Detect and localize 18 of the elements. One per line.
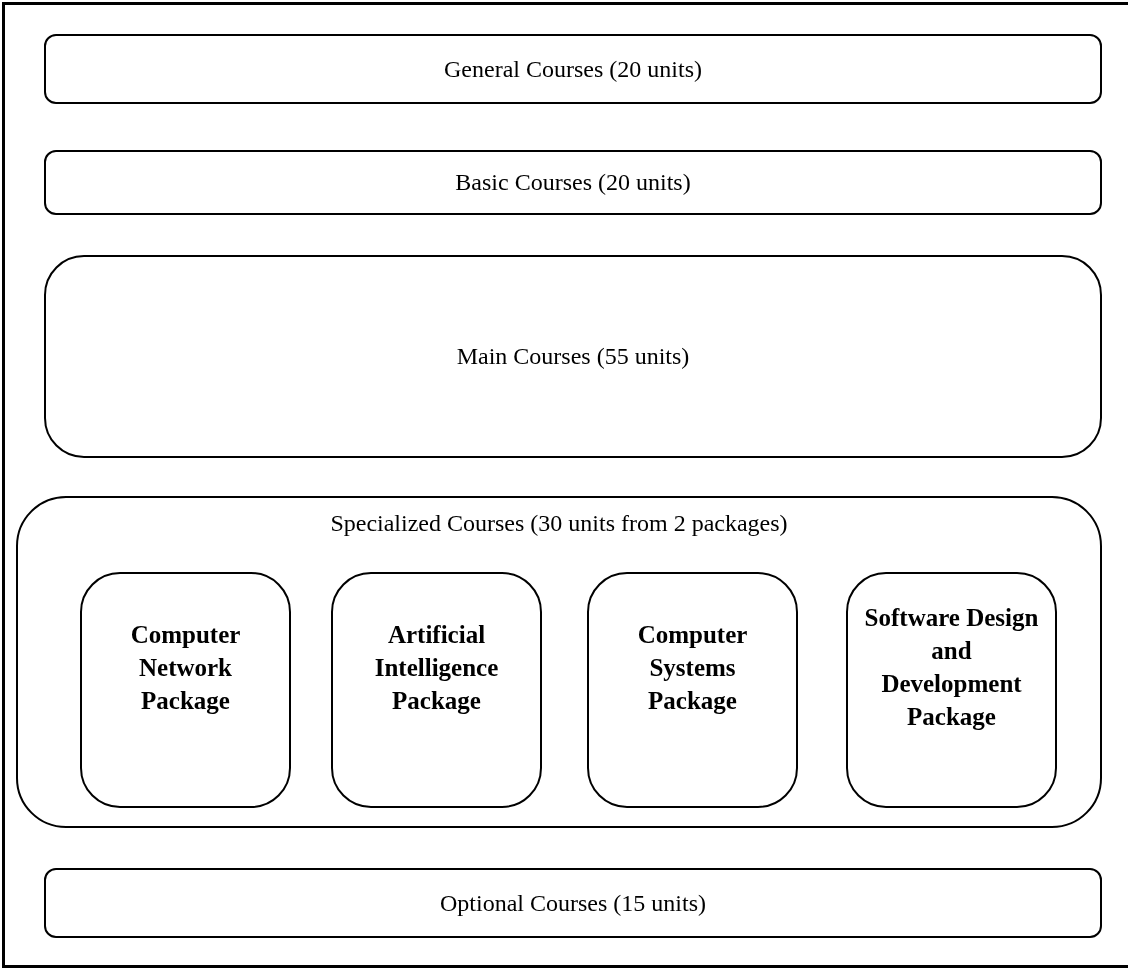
package-name: Artificial Intelligence Package	[373, 620, 500, 716]
package-name: Computer Systems Package	[636, 620, 749, 716]
course-box	[44, 255, 1102, 458]
course-label: Optional Courses (15 units)	[439, 890, 707, 917]
course-box	[44, 868, 1102, 938]
package-box	[80, 572, 291, 808]
course-label: General Courses (20 units)	[443, 56, 703, 83]
group-box	[16, 496, 1102, 828]
package-box	[331, 572, 542, 808]
course-label: Main Courses (55 units)	[455, 343, 691, 370]
course-box	[44, 34, 1102, 104]
package-name: Computer Network Package	[129, 620, 242, 716]
course-box	[44, 150, 1102, 215]
package-name: Software Design and Development Package	[863, 603, 1040, 732]
course-label: Specialized Courses (30 units from 2 packages)	[329, 510, 789, 537]
package-box	[846, 572, 1057, 808]
package-box	[587, 572, 798, 808]
course-label: Basic Courses (20 units)	[454, 169, 692, 196]
